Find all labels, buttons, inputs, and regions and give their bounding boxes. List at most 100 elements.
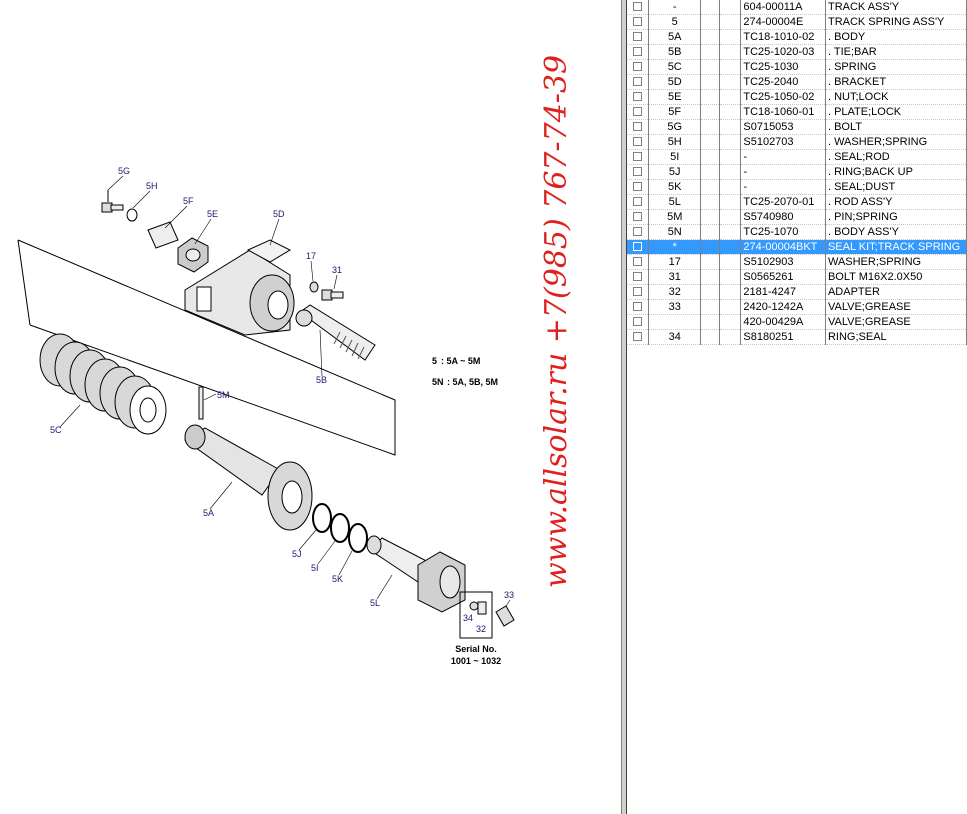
checkbox-icon[interactable] xyxy=(633,272,643,282)
row-checkbox[interactable] xyxy=(627,119,650,135)
row-checkbox[interactable] xyxy=(627,254,650,270)
row-checkbox[interactable] xyxy=(627,44,650,60)
checkbox-icon[interactable] xyxy=(633,287,643,297)
row-checkbox[interactable] xyxy=(627,164,650,180)
row-checkbox[interactable] xyxy=(627,209,650,225)
row-qty-b xyxy=(719,149,742,165)
row-qty-a xyxy=(700,119,720,135)
checkbox-icon[interactable] xyxy=(633,257,643,267)
checkbox-icon[interactable] xyxy=(633,242,643,252)
checkbox-icon[interactable] xyxy=(633,332,643,342)
checkbox-icon[interactable] xyxy=(633,167,643,177)
washer-17 xyxy=(309,281,319,293)
row-qty-b xyxy=(719,194,742,210)
row-qty-b xyxy=(719,254,742,270)
callout-34: 34 xyxy=(463,613,473,623)
row-checkbox[interactable] xyxy=(627,179,650,195)
row-qty-a xyxy=(700,74,720,90)
row-description: VALVE;GREASE xyxy=(825,314,967,330)
checkbox-icon[interactable] xyxy=(633,77,643,87)
row-checkbox[interactable] xyxy=(627,74,650,90)
checkbox-icon[interactable] xyxy=(633,182,643,192)
row-checkbox[interactable] xyxy=(627,194,650,210)
checkbox-icon[interactable] xyxy=(633,302,643,312)
row-part-number: - xyxy=(740,179,826,195)
row-checkbox[interactable] xyxy=(627,134,650,150)
row-part-number: S5102703 xyxy=(740,134,826,150)
row-checkbox[interactable] xyxy=(627,59,650,75)
row-description: RING;SEAL xyxy=(825,329,967,345)
checkbox-icon[interactable] xyxy=(633,32,643,42)
row-checkbox[interactable] xyxy=(627,269,650,285)
parts-row[interactable]: 5K-. SEAL;DUST xyxy=(627,179,967,195)
legend-key-5n: 5N xyxy=(432,377,444,387)
serial-box xyxy=(459,591,493,639)
row-checkbox[interactable] xyxy=(627,0,650,15)
row-key: 5K xyxy=(648,179,702,195)
row-checkbox[interactable] xyxy=(627,224,650,240)
parts-row[interactable]: 5J-. RING;BACK UP xyxy=(627,164,967,180)
row-checkbox[interactable] xyxy=(627,284,650,300)
row-qty-b xyxy=(719,0,742,15)
row-checkbox[interactable] xyxy=(627,329,650,345)
checkbox-icon[interactable] xyxy=(633,2,643,12)
row-key: 5D xyxy=(648,74,702,90)
pane-splitter[interactable] xyxy=(621,0,627,814)
checkbox-icon[interactable] xyxy=(633,122,643,132)
row-qty-a xyxy=(700,269,720,285)
row-qty-a xyxy=(700,239,720,255)
checkbox-icon[interactable] xyxy=(633,17,643,27)
rod-assy-5l xyxy=(366,535,466,613)
checkbox-icon[interactable] xyxy=(633,317,643,327)
row-key xyxy=(648,314,702,330)
row-qty-a xyxy=(700,14,720,30)
row-checkbox[interactable] xyxy=(627,149,650,165)
row-checkbox[interactable] xyxy=(627,239,650,255)
checkbox-icon[interactable] xyxy=(633,152,643,162)
checkbox-icon[interactable] xyxy=(633,47,643,57)
row-qty-b xyxy=(719,29,742,45)
row-checkbox[interactable] xyxy=(627,89,650,105)
row-qty-b xyxy=(719,209,742,225)
row-part-number: TC25-1030 xyxy=(740,59,826,75)
exploded-diagram: 5G 5H 5F 5E 5D 17 31 5B 5C 5M 5A 5J 5I 5… xyxy=(17,55,574,666)
row-checkbox[interactable] xyxy=(627,29,650,45)
row-checkbox[interactable] xyxy=(627,299,650,315)
row-description: . PIN;SPRING xyxy=(825,209,967,225)
checkbox-icon[interactable] xyxy=(633,227,643,237)
exploded-diagram-pane: 5G 5H 5F 5E 5D 17 31 5B 5C 5M 5A 5J 5I 5… xyxy=(17,54,574,666)
checkbox-icon[interactable] xyxy=(633,92,643,102)
row-checkbox[interactable] xyxy=(627,14,650,30)
row-checkbox[interactable] xyxy=(627,314,650,330)
row-description: . PLATE;LOCK xyxy=(825,104,967,120)
parts-row[interactable]: 5I-. SEAL;ROD xyxy=(627,149,967,165)
checkbox-icon[interactable] xyxy=(633,137,643,147)
row-checkbox[interactable] xyxy=(627,104,650,120)
checkbox-icon[interactable] xyxy=(633,107,643,117)
checkbox-icon[interactable] xyxy=(633,62,643,72)
row-qty-b xyxy=(719,239,742,255)
watermark-text: www.allsolar.ru +7(985) 767-74-39 xyxy=(539,55,574,588)
checkbox-icon[interactable] xyxy=(633,212,643,222)
checkbox-icon[interactable] xyxy=(633,197,643,207)
